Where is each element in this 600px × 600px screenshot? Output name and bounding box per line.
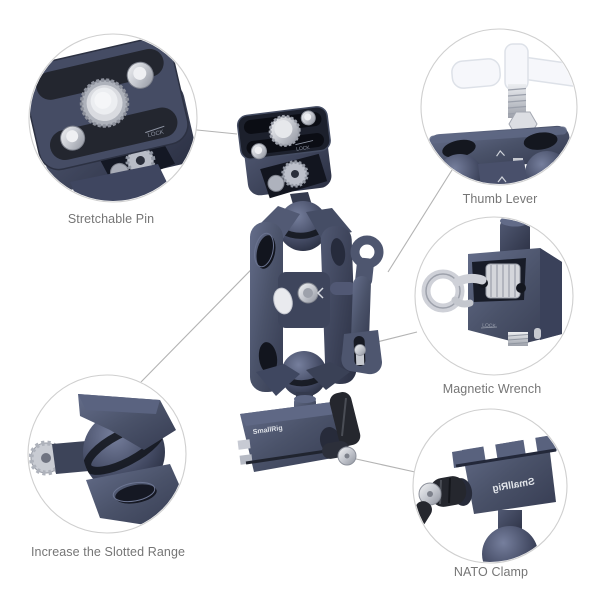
lock-marking: LOCK <box>482 323 497 330</box>
bottom-ball <box>281 351 327 397</box>
callout-circle-magnetic-wrench: LOCK <box>414 216 574 376</box>
mounting-plate: LOCK <box>236 106 332 199</box>
wrench-hook <box>421 269 487 313</box>
callout-label-nato-clamp: NATO Clamp <box>453 565 529 579</box>
brand-logo: SmallRig <box>252 425 283 436</box>
magnetic-wrench-tool <box>330 235 384 375</box>
callout-circle-outline <box>420 28 578 186</box>
callout-circle-nato-clamp: SmallRig <box>412 408 568 564</box>
callout-label-stretchable-pin: Stretchable Pin <box>67 212 155 226</box>
callout-label-magnetic-wrench: Magnetic Wrench <box>442 382 542 396</box>
ghost-thumb-lever <box>451 43 576 91</box>
callout-circle-stretchable-pin: LOCK <box>28 33 198 203</box>
connector-line <box>387 169 453 273</box>
ratchet-lever <box>329 392 361 446</box>
callout-circle-slotted-range <box>27 374 187 534</box>
callout-circle-outline <box>412 408 568 564</box>
clamp-body <box>250 206 357 397</box>
callout-label-thumb-lever: Thumb Lever <box>462 192 538 206</box>
callout-label-increase-slotted-range: Increase the Slotted Range <box>30 545 186 559</box>
logo-badge <box>273 287 293 315</box>
nato-clamp-assembly: SmallRig <box>237 392 361 472</box>
main-product: LOCK <box>236 106 384 472</box>
callout-circle-outline <box>27 374 187 534</box>
lock-marking: LOCK <box>147 130 164 140</box>
connector-line <box>346 456 416 473</box>
connector-line <box>376 331 418 343</box>
lock-marking: LOCK <box>296 145 311 153</box>
callout-circle-outline <box>28 33 198 203</box>
callout-circle-outline <box>414 216 574 376</box>
